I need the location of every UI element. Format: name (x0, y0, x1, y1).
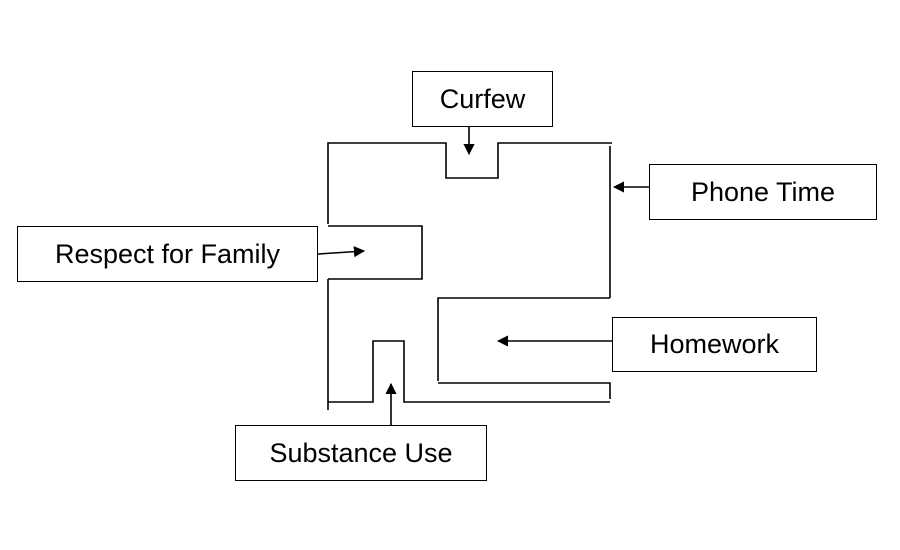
curfew-label-box: Curfew (412, 71, 553, 127)
phone-time-label: Phone Time (690, 176, 836, 207)
homework-label: Homework (649, 329, 780, 359)
homework-label-box: Homework (612, 317, 817, 372)
respect-arrow (317, 246, 366, 258)
substance-use-label: Substance Use (269, 437, 453, 468)
respect-for-family-label-box: Respect for Family (17, 226, 318, 282)
outline-homework-room (437, 297, 610, 381)
respect-for-family-label: Respect for Family (54, 238, 281, 269)
outline-homework-floor (438, 382, 611, 399)
phone-time-label-box: Phone Time (649, 164, 877, 220)
curfew-label: Curfew (439, 83, 526, 114)
outline-top-left (327, 142, 612, 224)
outline-bottom (328, 340, 610, 403)
outline-left-top-wall (328, 225, 423, 280)
substance-use-label-box: Substance Use (235, 425, 487, 481)
